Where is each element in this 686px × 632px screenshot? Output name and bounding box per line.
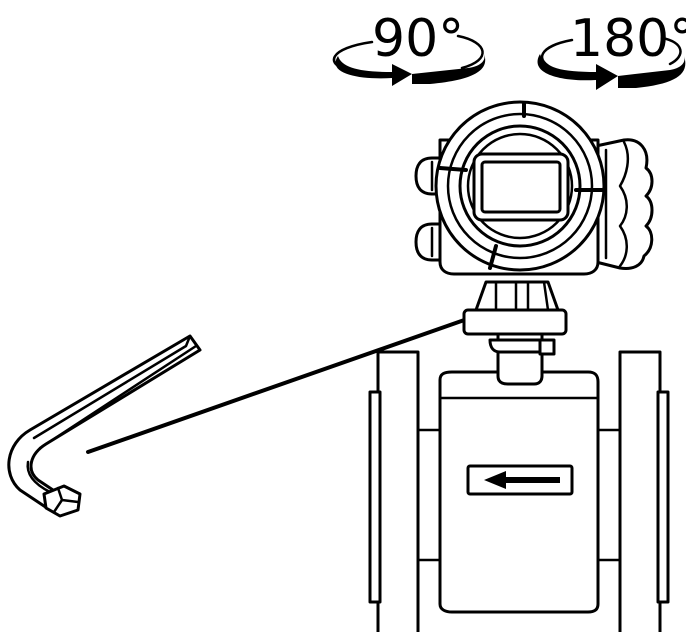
pipe-flange-right <box>596 350 670 632</box>
rotation-label-90: 90° <box>372 9 464 69</box>
display-window <box>472 152 570 222</box>
pipe-flange-left <box>368 350 442 632</box>
neck-clamp-ring <box>462 308 568 336</box>
meter-neck <box>462 280 568 386</box>
rotation-arrow-90: 90° <box>332 9 486 86</box>
transmitter-side-cap <box>594 138 654 270</box>
rotation-arrow-180: 180° <box>537 9 686 90</box>
cable-gland-lower <box>414 222 446 262</box>
flow-arrow-icon <box>484 471 560 489</box>
flow-direction-plate <box>466 464 574 496</box>
allen-key <box>7 334 202 518</box>
leader-line <box>86 316 472 454</box>
